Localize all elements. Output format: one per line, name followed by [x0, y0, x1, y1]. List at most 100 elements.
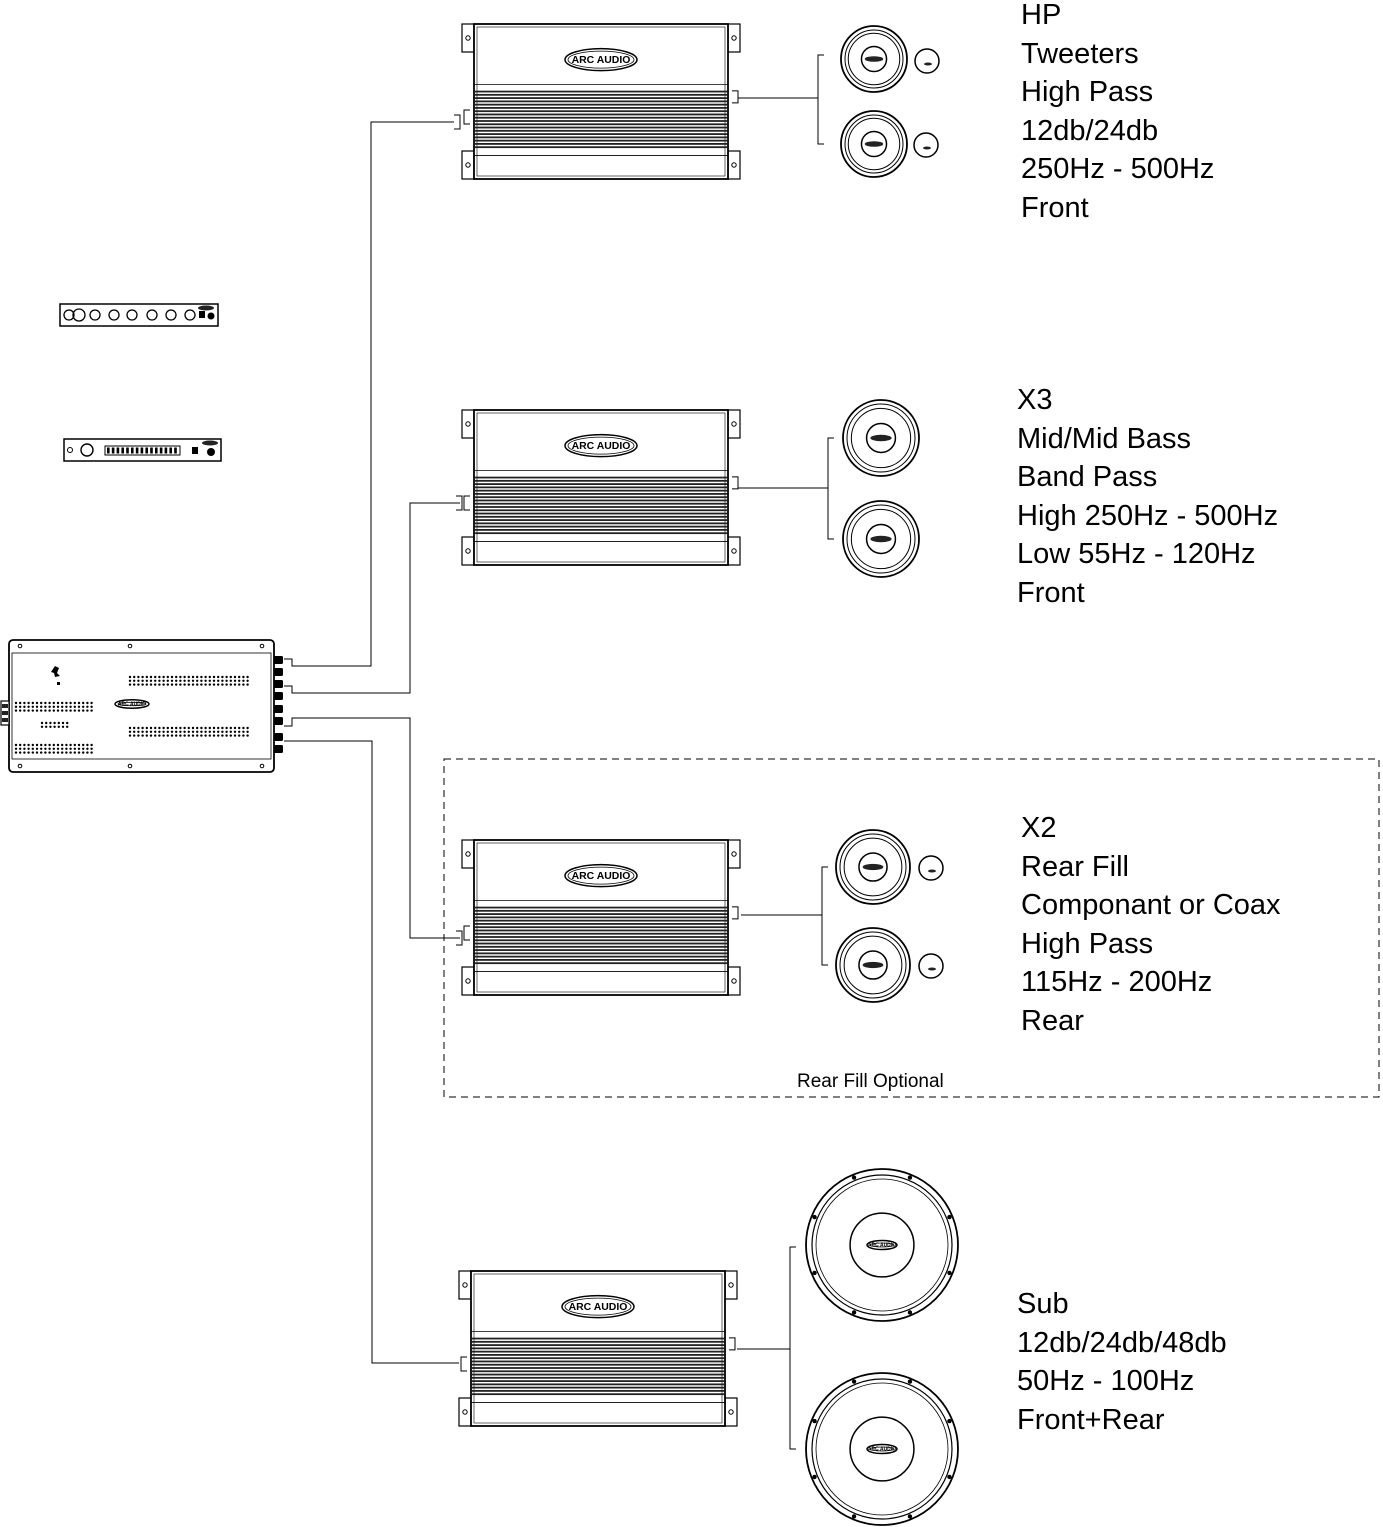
output-jack [732, 476, 739, 490]
mounting-tab [461, 966, 475, 996]
signal-wiring [284, 114, 463, 1364]
x2-rear-fill-label: X2 Rear Fill Componant or Coax High Pass… [1021, 809, 1281, 1041]
speaker-cone [843, 837, 903, 897]
hp-label-line: 12db/24db [1021, 114, 1159, 147]
dust-cap [865, 523, 897, 555]
mounting-hole [907, 1310, 913, 1315]
x2-speaker-2 [835, 927, 911, 1003]
mounting-tab [727, 23, 741, 53]
screw-hole [465, 548, 471, 554]
x3-label-line: Front [1017, 576, 1085, 609]
svg-text:ARC AUDIO: ARC AUDIO [868, 1242, 896, 1248]
x2-label-line: High Pass [1021, 927, 1154, 960]
hp-tweeters-label: HP Tweeters High Pass 12db/24db 250Hz - … [1021, 0, 1214, 228]
arc-audio-logo: ARC AUDIO [866, 1239, 898, 1251]
input-jack [463, 495, 470, 511]
screw-hole [465, 421, 471, 427]
mounting-hole [907, 1175, 913, 1180]
mounting-tab [458, 1397, 472, 1427]
heatsink-fins [475, 906, 727, 965]
screw-hole [465, 35, 471, 41]
hp-speaker-1 [840, 25, 908, 93]
dust-cap [858, 950, 888, 980]
signal-wire-sub [284, 740, 459, 1364]
x2-label-line: X2 [1021, 812, 1057, 844]
speaker-cone [850, 407, 912, 469]
mounting-tab [461, 409, 475, 439]
speaker-logo-mark [862, 863, 884, 871]
speaker-logo-mark [862, 961, 884, 969]
control-knob [89, 309, 101, 321]
mounting-tab [727, 409, 741, 439]
subwoofer-2: ARC AUDIO [805, 1372, 959, 1526]
hp-tweeter-1 [914, 48, 940, 74]
x2-label-line: Rear [1021, 1004, 1084, 1037]
tweeter-body [913, 132, 939, 158]
x2-speaker-1 [835, 829, 911, 905]
mounting-hole [947, 1418, 952, 1424]
mounting-tab [461, 839, 475, 869]
input-jack [463, 109, 470, 125]
rear-fill-optional-note: Rear Fill Optional [797, 1071, 944, 1092]
speaker-logo-mark [864, 141, 884, 147]
screw-hole [127, 643, 133, 649]
dust-cap [865, 422, 897, 454]
rca-output-jack [274, 705, 283, 713]
svg-text:ARC AUDIO: ARC AUDIO [569, 1302, 628, 1313]
woofer-dust-cap [849, 1416, 915, 1482]
sub-label: Sub 12db/24db/48db 50Hz - 100Hz Front+Re… [1017, 1285, 1227, 1439]
screw-hole [731, 35, 737, 41]
sub-label-line: 50Hz - 100Hz [1017, 1365, 1195, 1398]
rca-output-jack [274, 668, 283, 676]
arc-audio-logo: ARC AUDIO [114, 699, 150, 709]
screw-hole [731, 978, 737, 984]
screw-hole [731, 548, 737, 554]
x2-label-line: Componant or Coax [1021, 889, 1281, 922]
speaker-wire-fork [738, 437, 834, 540]
rca-output-jack [274, 745, 283, 753]
mounting-hole [907, 1379, 913, 1384]
mounting-hole [812, 1214, 817, 1220]
control-knob [165, 309, 177, 321]
hp-label-line: 250Hz - 500Hz [1021, 153, 1215, 186]
screw-hole [731, 162, 737, 168]
x2-label-line: 115Hz - 200Hz [1021, 966, 1213, 999]
x2-tweeter-1 [918, 855, 944, 881]
control-knob [63, 309, 75, 321]
svg-text:ARC AUDIO: ARC AUDIO [572, 871, 631, 882]
x3-label-line: Low 55Hz - 120Hz [1017, 538, 1256, 571]
hp-amplifier: ARC AUDIO [461, 23, 741, 180]
screw-hole [465, 162, 471, 168]
mounting-hole [947, 1270, 952, 1276]
svg-text:ARC AUDIO: ARC AUDIO [572, 55, 631, 66]
arc-audio-logo: ARC AUDIO [564, 433, 638, 458]
processor-unit [63, 438, 222, 462]
speaker-cone [847, 32, 901, 86]
screw-hole [462, 1282, 468, 1288]
x3-label-line: Mid/Mid Bass [1017, 422, 1192, 455]
dust-cap [858, 852, 888, 882]
arc-audio-logo: ARC AUDIO [564, 863, 638, 888]
speaker-wire-fork [737, 1246, 796, 1450]
x2-tweeter-2 [918, 953, 944, 979]
mounting-tab [724, 1270, 738, 1300]
dust-cap [860, 45, 888, 73]
x3-label-line: X3 [1017, 384, 1053, 416]
hp-label-line: Tweeters [1021, 37, 1139, 70]
africa-icon [51, 666, 60, 677]
hp-label-line: HP [1021, 0, 1062, 31]
mounting-tab [727, 150, 741, 180]
svg-text:ARC AUDIO: ARC AUDIO [118, 701, 146, 707]
tweeter-body [918, 953, 944, 979]
crossover-processor: ARC AUDIO [0, 639, 283, 773]
mounting-hole [812, 1270, 817, 1276]
rca-output-jack [274, 680, 283, 688]
mounting-tab [727, 839, 741, 869]
hp-label-line: Front [1021, 191, 1089, 224]
x2-amplifier: ARC AUDIO [461, 839, 741, 996]
mounting-hole [851, 1379, 857, 1384]
control-knob [108, 309, 120, 321]
x3-mid-bass-label: X3 Mid/Mid Bass Band Pass High 250Hz - 5… [1017, 381, 1278, 613]
mounting-hole [851, 1175, 857, 1180]
speaker-logo-mark [864, 56, 884, 62]
